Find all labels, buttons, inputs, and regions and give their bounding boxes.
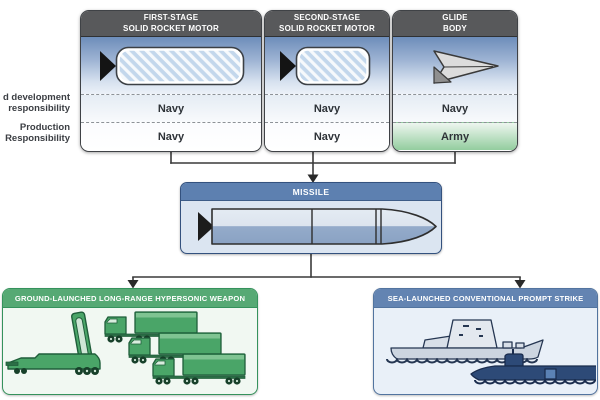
missile-icon — [198, 208, 437, 245]
card-title: GLIDE BODY — [393, 11, 517, 37]
production-cell: Navy — [265, 122, 389, 150]
card-title: SECOND-STAGE SOLID ROCKET MOTOR — [265, 11, 389, 37]
card-glide-body: GLIDE BODY Navy Army — [392, 10, 518, 152]
production-cell: Navy — [81, 122, 261, 150]
card-second-stage-motor: SECOND-STAGE SOLID ROCKET MOTOR Navy Nav… — [264, 10, 390, 152]
ground-launched-box: GROUND-LAUNCHED LONG-RANGE HYPERSONIC WE… — [2, 288, 258, 395]
production-cell: Army — [393, 122, 517, 150]
glide-body-icon — [433, 49, 499, 84]
submarine-icon — [470, 349, 596, 385]
ground-vehicles-graphic — [5, 311, 246, 386]
missile-box-title: MISSILE — [181, 183, 441, 201]
second-stage-solid-rocket-motor-icon — [280, 46, 371, 85]
development-cell: Navy — [393, 94, 517, 122]
ground-launched-title: GROUND-LAUNCHED LONG-RANGE HYPERSONIC WE… — [3, 289, 257, 308]
sea-platforms-graphic — [386, 319, 596, 385]
development-responsibility-label: d development responsibility — [2, 92, 70, 115]
development-cell: Navy — [81, 94, 261, 122]
missile-box: MISSILE — [180, 182, 442, 254]
development-cell: Navy — [265, 94, 389, 122]
transporter-trucks-icon — [104, 311, 246, 386]
erector-launcher-trailer-icon — [5, 311, 101, 375]
production-responsibility-label: Production Responsibility — [5, 122, 70, 145]
first-stage-solid-rocket-motor-icon — [100, 46, 245, 85]
card-first-stage-motor: FIRST-STAGE SOLID ROCKET MOTOR Navy Navy — [80, 10, 262, 152]
card-title: FIRST-STAGE SOLID ROCKET MOTOR — [81, 11, 261, 37]
sea-launched-title: SEA-LAUNCHED CONVENTIONAL PROMPT STRIKE — [374, 289, 597, 308]
sea-launched-box: SEA-LAUNCHED CONVENTIONAL PROMPT STRIKE — [373, 288, 598, 395]
